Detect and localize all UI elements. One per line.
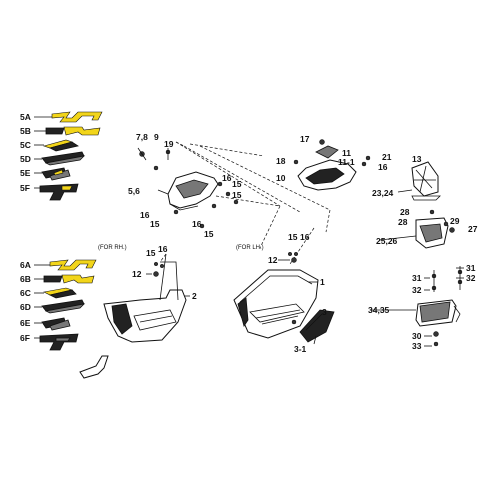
leader-lines (34, 116, 464, 347)
label-33: 33 (412, 341, 422, 351)
label-6c: 6C (20, 288, 31, 298)
label-1: 1 (320, 277, 325, 287)
decal-6c (43, 287, 77, 299)
label-5-6: 5,6 (128, 186, 140, 196)
decal-5a (51, 111, 103, 123)
footrest-lh-1 (233, 251, 319, 339)
label-32-b: 32 (466, 273, 476, 283)
label-5e: 5E (20, 168, 31, 178)
label-23-24: 23,24 (372, 188, 394, 198)
decal-5c (42, 139, 79, 152)
label-16-c: 16 (192, 219, 202, 229)
label-13: 13 (412, 154, 422, 164)
callout-labels: 5A 5B 5C 5D 5E 5F 6A 6B 6C 6D 6E 6F 7,8 … (20, 112, 478, 354)
label-30: 30 (412, 331, 422, 341)
label-32-a: 32 (412, 285, 422, 295)
label-21: 21 (382, 152, 392, 162)
label-6d: 6D (20, 302, 31, 312)
label-6f: 6F (20, 333, 30, 343)
cover-5-6 (137, 147, 239, 229)
label-10: 10 (276, 173, 286, 183)
label-31-a: 31 (412, 273, 422, 283)
label-15-e: 15 (288, 232, 298, 242)
label-11: 11 (342, 148, 351, 158)
footrest-rh-2 (103, 253, 187, 343)
label-18: 18 (276, 156, 286, 166)
label-12-b: 12 (268, 255, 278, 265)
label-28-a: 28 (400, 207, 410, 217)
label-16-d: 16 (378, 162, 388, 172)
guide-lines (159, 141, 331, 265)
bracket-part (79, 355, 109, 379)
bracket-13 (411, 161, 441, 201)
decal-6b (43, 274, 95, 284)
decal-5d (41, 151, 86, 166)
box-25-26 (415, 209, 455, 249)
label-3: 3 (322, 307, 327, 317)
panel-3 (299, 309, 335, 343)
decal-6d (41, 299, 86, 314)
label-27: 27 (468, 224, 478, 234)
decal-6e (41, 317, 71, 331)
label-12-a: 12 (132, 269, 142, 279)
label-6b: 6B (20, 274, 31, 284)
label-16-a: 16 (222, 173, 232, 183)
label-6a: 6A (20, 260, 31, 270)
label-29: 29 (450, 216, 460, 226)
label-5b: 5B (20, 126, 31, 136)
decal-5f (39, 183, 79, 201)
label-25-26: 25,26 (376, 236, 398, 246)
label-2: 2 (192, 291, 197, 301)
decal-5b (45, 126, 101, 136)
note-for-lh: (FOR LH.) (236, 245, 264, 251)
label-9: 9 (154, 132, 159, 142)
label-19: 19 (164, 139, 174, 149)
label-15-a: 15 (232, 179, 242, 189)
label-5a: 5A (20, 112, 31, 122)
label-15-c: 15 (204, 229, 214, 239)
label-16-f: 16 (300, 232, 310, 242)
note-for-rh: (FOR RH.) (98, 245, 127, 251)
label-31-b: 31 (466, 263, 476, 273)
label-15-b: 15 (150, 219, 160, 229)
label-3-1: 3-1 (294, 344, 307, 354)
label-11-1: 11-1 (338, 157, 355, 167)
label-17: 17 (300, 134, 310, 144)
cover-10-11 (293, 139, 371, 191)
label-6e: 6E (20, 318, 31, 328)
block-34-35 (415, 266, 463, 347)
label-16-e: 16 (158, 244, 168, 254)
decal-5e (41, 167, 71, 181)
decal-6f (39, 333, 79, 351)
decal-6a (49, 259, 97, 271)
label-5f: 5F (20, 183, 30, 193)
label-7-8: 7,8 (136, 132, 148, 142)
label-15-d: 15 (146, 248, 156, 258)
label-28-b: 28 (398, 217, 408, 227)
label-15-side: 15 (232, 190, 242, 200)
label-5d: 5D (20, 154, 31, 164)
label-5c: 5C (20, 140, 31, 150)
label-34-35: 34,35 (368, 305, 390, 315)
label-16-b: 16 (140, 210, 150, 220)
